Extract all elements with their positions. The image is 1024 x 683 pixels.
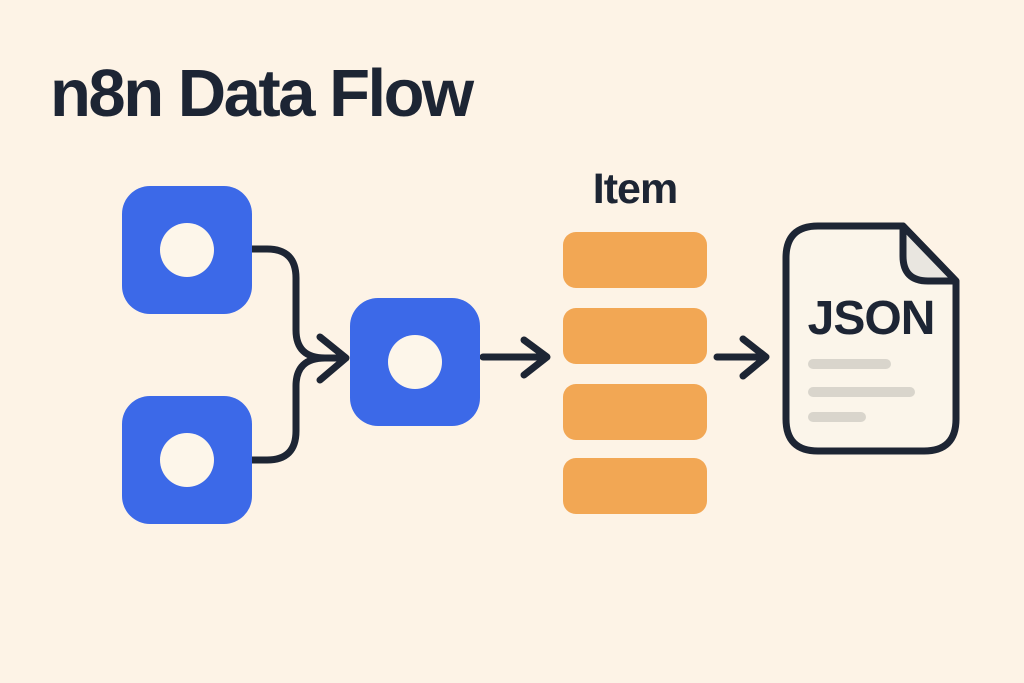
input-node-2: [122, 396, 252, 524]
item-bar: [563, 308, 707, 364]
connector-bottom-curve: [248, 354, 329, 464]
arrow-to-items-head-icon: [520, 336, 551, 379]
merge-arrowhead-icon: [316, 333, 350, 384]
arrow-to-json-head-icon: [739, 335, 770, 380]
document-folded-corner: [899, 222, 960, 285]
document-text-line: [808, 412, 866, 422]
item-bar: [563, 458, 707, 514]
merge-node: [350, 298, 480, 426]
page-title: n8n Data Flow: [50, 56, 474, 131]
document-text-line: [808, 387, 915, 397]
document-text-line: [808, 359, 891, 369]
item-bar: [563, 232, 707, 288]
document-text-lines: [808, 359, 915, 422]
item-bar: [563, 384, 707, 440]
json-doc-label: JSON: [807, 292, 936, 345]
node-circle-icon: [388, 335, 442, 389]
item-stack-label: Item: [592, 165, 678, 213]
node-circle-icon: [160, 223, 214, 277]
input-node-1: [122, 186, 252, 314]
connector-top-curve: [248, 245, 344, 362]
node-circle-icon: [160, 433, 214, 487]
